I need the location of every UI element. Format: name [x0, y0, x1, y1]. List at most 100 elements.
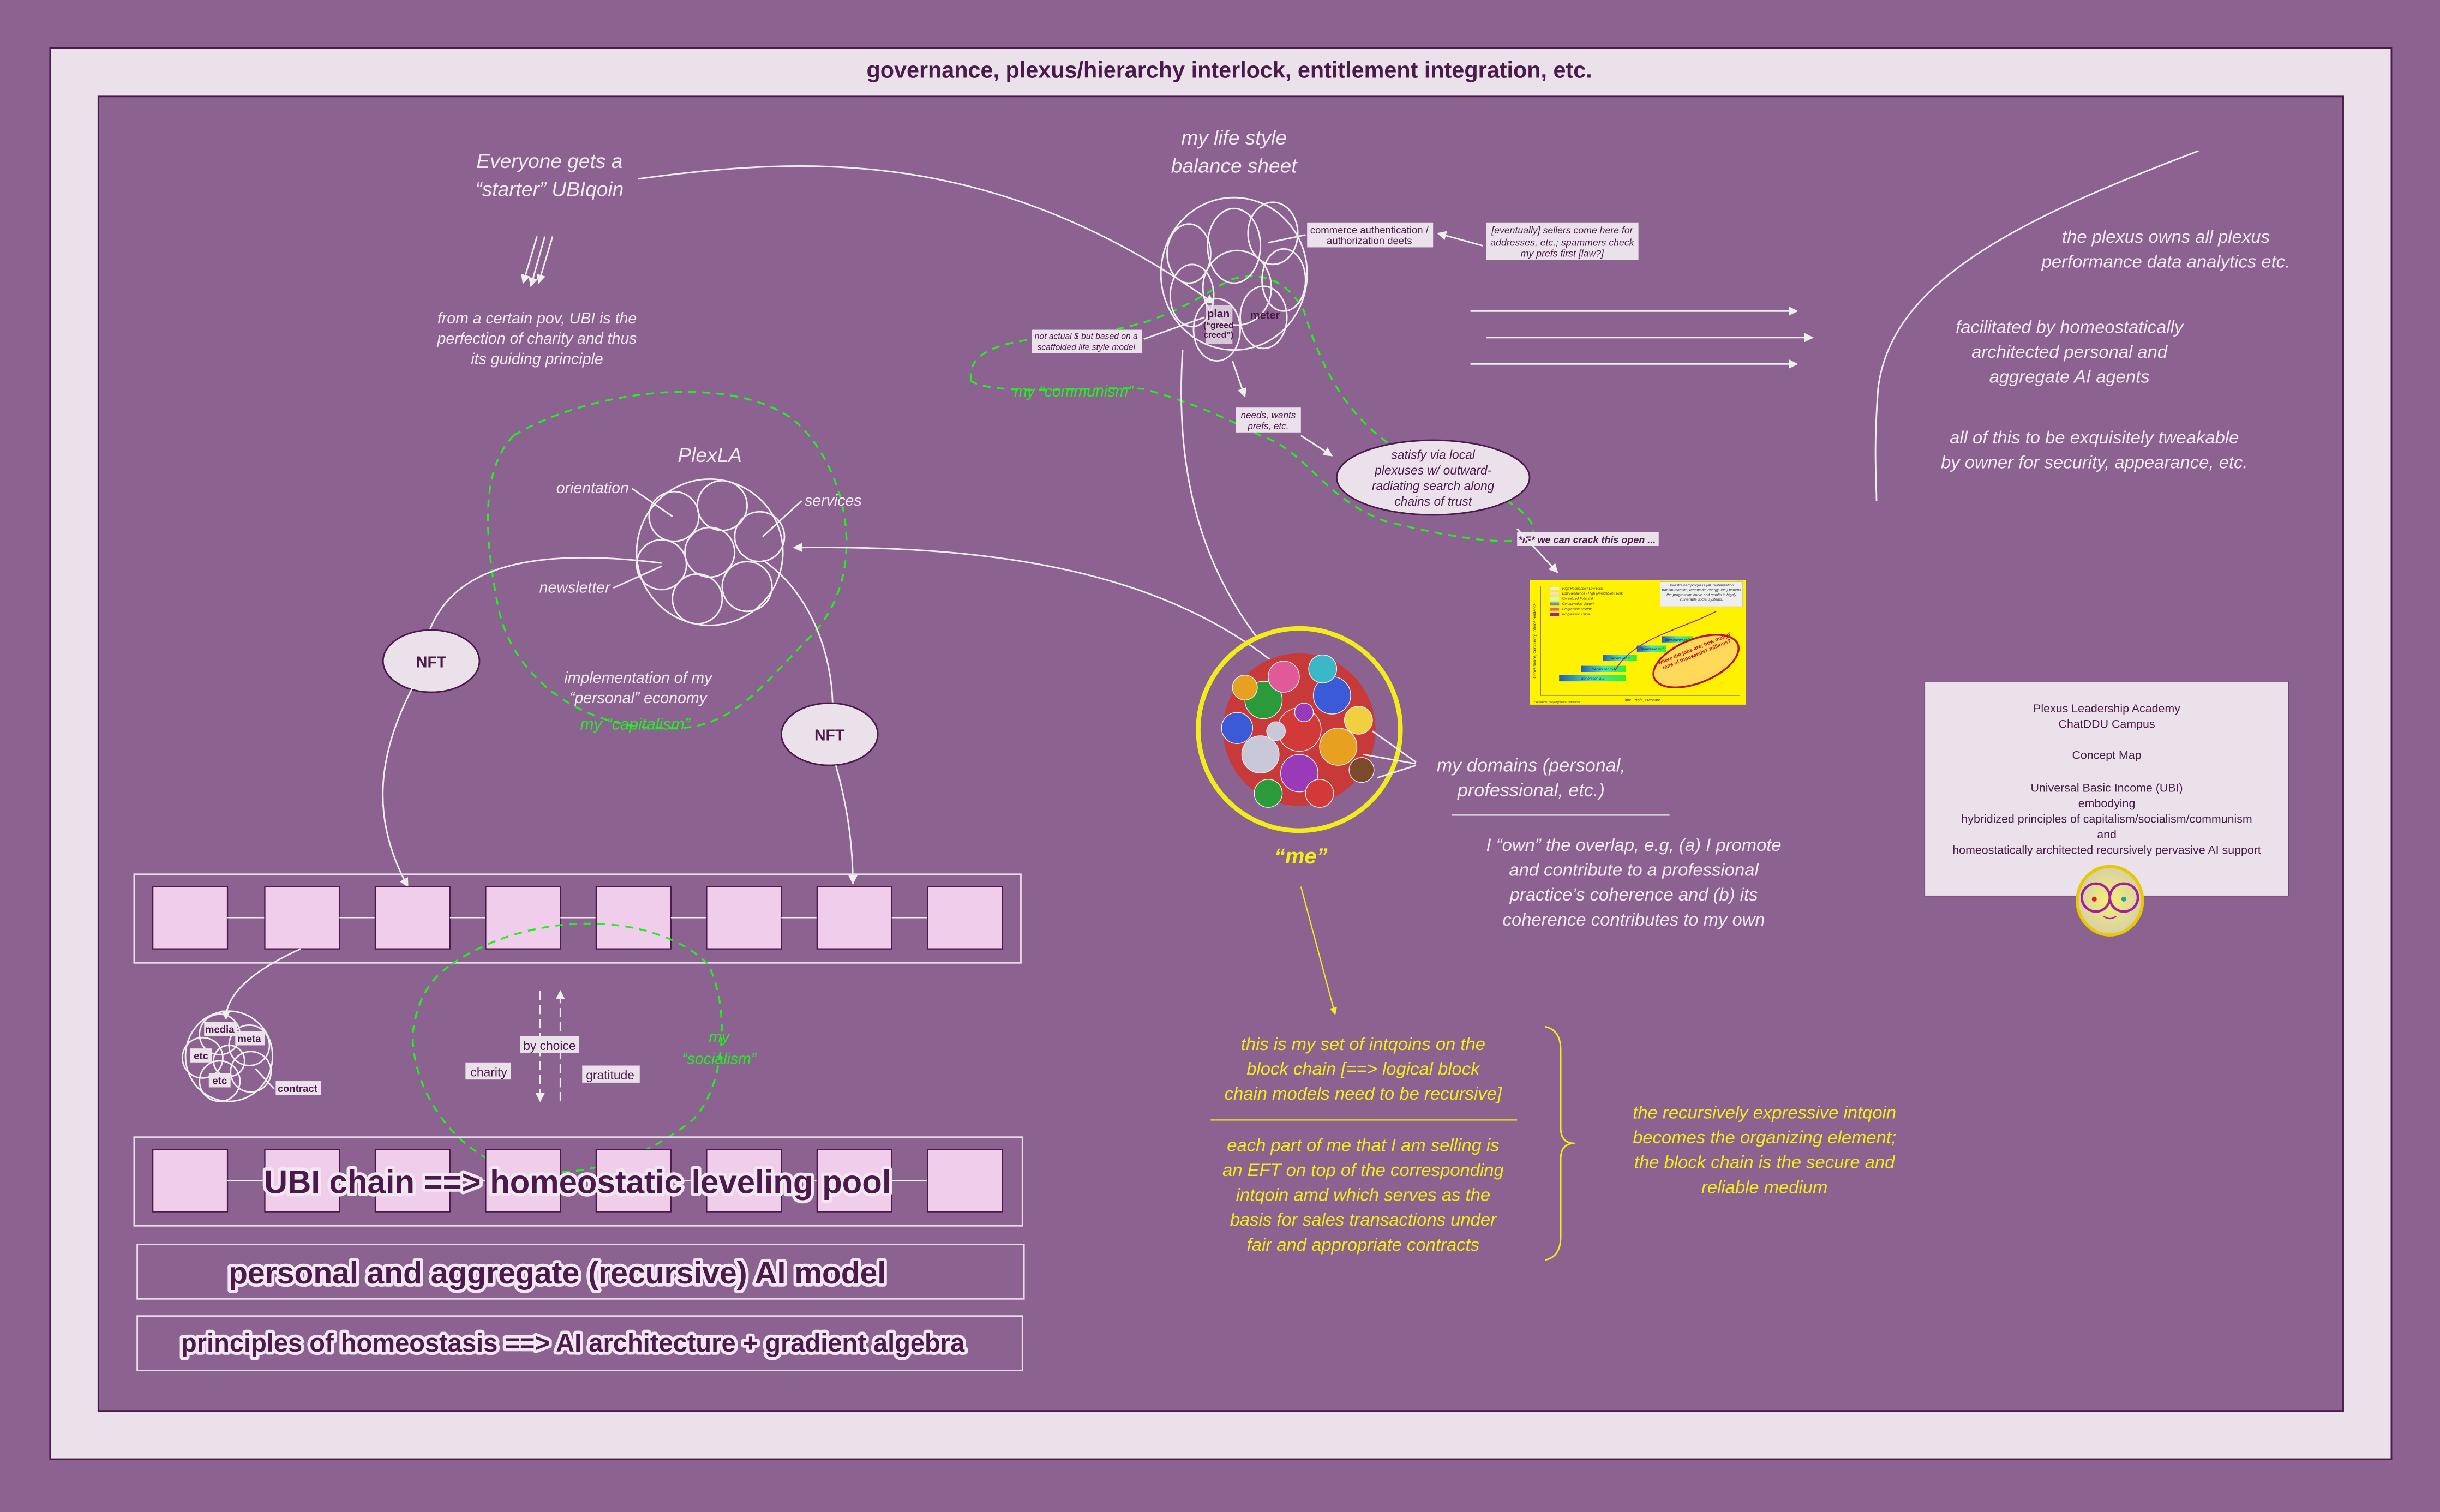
- svg-text:embodying: embodying: [2078, 797, 2136, 810]
- ubi-chain-label: UBI chain ==> homeostatic leveling pool: [264, 1163, 891, 1200]
- nft2-to-chain: [835, 765, 858, 885]
- etc-label: etc: [194, 1050, 208, 1061]
- eft-note: each part of me that I am selling is an …: [1222, 1135, 1504, 1255]
- svg-text:NFT: NFT: [814, 727, 845, 744]
- domains-note: my domains (personal, professional, etc.…: [1437, 755, 1626, 801]
- block[interactable]: [816, 1149, 892, 1213]
- domain-circle: [1319, 727, 1358, 766]
- legend-swatch: [1550, 613, 1560, 616]
- needs-arrow: [1231, 361, 1247, 398]
- block[interactable]: [485, 886, 561, 950]
- chain-blocks: [152, 886, 1003, 950]
- ubi-pov-note: from a certain pov, UBI is the perfectio…: [437, 310, 637, 368]
- block[interactable]: [927, 1149, 1003, 1213]
- svg-text:my prefs first [law?]: my prefs first [law?]: [1521, 248, 1604, 259]
- svg-text:Convenience, Complexity, Inter: Convenience, Complexity, Interdependence: [1532, 603, 1537, 678]
- small-plexus-icon[interactable]: [181, 1010, 274, 1102]
- domain-circle: [1266, 721, 1286, 741]
- block[interactable]: [927, 886, 1003, 950]
- generation-label: Generation x-2: [1581, 677, 1605, 681]
- etc-label: etc: [212, 1075, 227, 1087]
- tweakable-note: all of this to be exquisitely tweakable …: [1941, 427, 2247, 472]
- svg-text:intqoin amd which serves as th: intqoin amd which serves as the: [1236, 1185, 1490, 1205]
- block[interactable]: [152, 886, 229, 950]
- me-label: “me”: [1274, 844, 1328, 868]
- block[interactable]: [595, 886, 672, 950]
- svg-text:Time, Profit, Pressure: Time, Profit, Pressure: [1623, 698, 1660, 703]
- sellers-note: [eventually] sellers come here for addre…: [1486, 222, 1639, 260]
- svg-text:authorization deets: authorization deets: [1327, 235, 1412, 247]
- block[interactable]: [706, 1149, 782, 1213]
- svg-text:and contribute to a profession: and contribute to a professional: [1509, 860, 1759, 880]
- flow-arrows: [1470, 306, 1814, 369]
- svg-text:“socialism”: “socialism”: [682, 1051, 757, 1068]
- block[interactable]: [374, 1149, 451, 1213]
- plan-node: plan (“greed creed”): [1203, 304, 1234, 344]
- svg-text:I “own” the overlap, e.g, (a): I “own” the overlap, e.g, (a) I promote: [1486, 835, 1782, 855]
- domain-circle: [1232, 674, 1258, 701]
- homeostasis-label: principles of homeostasis ==> AI archite…: [181, 1328, 965, 1357]
- needs-note: needs, wants prefs, etc.: [1236, 407, 1301, 433]
- generation-bar: [1636, 645, 1666, 652]
- legend-entry: Progressive Vector*: [1562, 607, 1593, 611]
- plexla-plexus-icon[interactable]: [636, 478, 786, 626]
- block[interactable]: [706, 886, 782, 950]
- nft-node-2[interactable]: NFT: [780, 702, 879, 766]
- me-node[interactable]: [1196, 626, 1403, 833]
- svg-text:and: and: [2097, 828, 2117, 841]
- page-title: governance, plexus/hierarchy interlock, …: [866, 58, 1592, 83]
- nft1-to-chain: [382, 687, 413, 888]
- block[interactable]: [264, 886, 340, 950]
- svg-text:prefs, etc.: prefs, etc.: [1247, 421, 1288, 431]
- domain-circle: [1221, 712, 1254, 744]
- crack-arrow: [1516, 528, 1558, 573]
- ubi-chain: [133, 1136, 1023, 1227]
- starter-note: Everyone gets a “starter” UBIqoin: [475, 149, 624, 200]
- legend-entry: Conservative Vector*: [1562, 602, 1594, 606]
- svg-text:satisfy via local: satisfy via local: [1392, 447, 1476, 461]
- svg-text:balance sheet: balance sheet: [1171, 154, 1298, 177]
- sellers-arrow: [1437, 231, 1483, 247]
- block[interactable]: [595, 1149, 672, 1213]
- block[interactable]: [264, 1149, 340, 1213]
- svg-text:(“greed: (“greed: [1203, 321, 1234, 331]
- domain-circle: [1254, 779, 1283, 808]
- svg-text:by owner for security, appeara: by owner for security, appearance, etc.: [1941, 452, 2247, 472]
- svg-text:plexuses w/ outward-: plexuses w/ outward-: [1374, 463, 1492, 477]
- balance-sheet-plexus-icon[interactable]: [1160, 196, 1308, 362]
- svg-text:my life style: my life style: [1181, 126, 1287, 149]
- svg-text:the plexus owns all plexus: the plexus owns all plexus: [2062, 226, 2270, 247]
- domains-leaders: [1363, 730, 1417, 779]
- balance-to-me-line: [1180, 350, 1258, 639]
- svg-text:Everyone gets a: Everyone gets a: [476, 149, 622, 172]
- satisfy-arrow: [1300, 435, 1333, 457]
- block[interactable]: [152, 1149, 229, 1213]
- generation-bar: [1662, 636, 1693, 643]
- block[interactable]: [485, 1149, 561, 1213]
- media-label: media: [205, 1024, 235, 1035]
- contract-leader: [255, 1068, 275, 1090]
- satisfy-node[interactable]: satisfy via local plexuses w/ outward- r…: [1335, 439, 1531, 516]
- newsletter-label: newsletter: [539, 579, 611, 597]
- legend-swatch: [1550, 602, 1560, 606]
- block[interactable]: [816, 886, 892, 950]
- by-choice-label: by choice: [523, 1039, 575, 1053]
- charity-label: charity: [471, 1065, 508, 1079]
- nft-node-1[interactable]: NFT: [382, 629, 481, 693]
- socialism-label: my “socialism”: [682, 1029, 757, 1068]
- svg-text:perfection of charity and thus: perfection of charity and thus: [437, 330, 637, 347]
- svg-text:plan: plan: [1207, 308, 1230, 320]
- domain-circle: [1294, 703, 1314, 722]
- contract-label: contract: [278, 1083, 317, 1094]
- academy-card: Plexus Leadership Academy ChatDDU Campus…: [1924, 681, 2289, 897]
- svg-text:the block chain is the secure: the block chain is the secure and: [1634, 1152, 1896, 1172]
- legend-entry: High Resilience / Low Risk: [1562, 587, 1603, 591]
- ubi-chain-blocks: [152, 1149, 1003, 1213]
- svg-text:commerce authentication /: commerce authentication /: [1310, 224, 1429, 236]
- orientation-label: orientation: [556, 479, 629, 497]
- svg-text:*IF* we can crack this open ..: *IF* we can crack this open ...: [1519, 534, 1656, 545]
- svg-text:block chain [==> logical block: block chain [==> logical block: [1246, 1059, 1480, 1079]
- block[interactable]: [374, 886, 451, 950]
- svg-text:coherence contributes to my ow: coherence contributes to my own: [1503, 909, 1765, 929]
- svg-text:NFT: NFT: [416, 653, 447, 671]
